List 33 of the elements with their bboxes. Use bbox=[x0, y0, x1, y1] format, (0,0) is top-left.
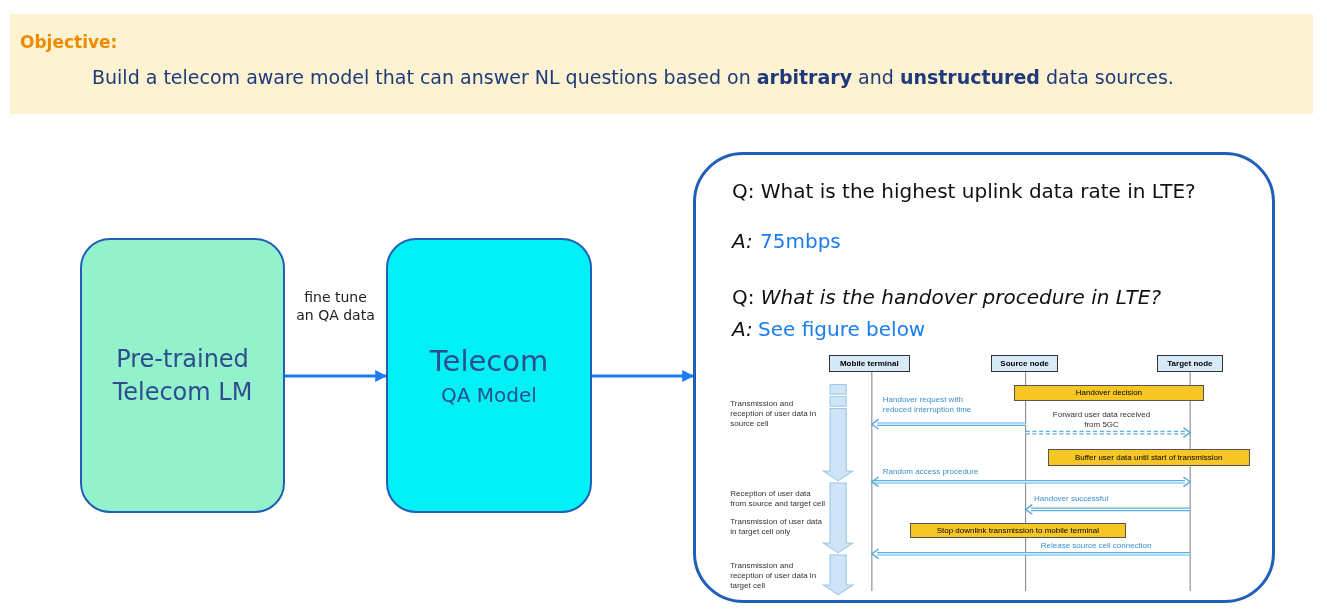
lifeline-header: Mobile terminal bbox=[828, 354, 910, 373]
model-box bbox=[386, 238, 592, 513]
model-box bbox=[80, 238, 285, 513]
sequence-note: Handover request with reduced interruption time bbox=[882, 395, 973, 416]
qa-text: Q: What is the handover procedure in LTE? bbox=[732, 285, 1162, 309]
sequence-note: Transmission and reception of user data in source cell bbox=[730, 399, 818, 429]
sequence-note: Handover successful bbox=[1034, 493, 1110, 504]
qa-text: A: bbox=[732, 229, 753, 253]
answer-text: See figure below bbox=[758, 317, 926, 341]
activity-bar: Buffer user data until start of transmission bbox=[1047, 449, 1250, 466]
sequence-note: Random access procedure bbox=[882, 467, 980, 478]
arrow bbox=[592, 370, 695, 382]
sequence-note: Reception of user data from source and target cell bbox=[730, 489, 826, 509]
lifeline-header: Target node bbox=[1156, 354, 1223, 373]
qa-text: Q: What is the highest uplink data rate in LTE? bbox=[732, 179, 1196, 203]
qa-panel bbox=[693, 152, 1275, 603]
sequence-note: Transmission of user data in target cell only bbox=[730, 516, 823, 537]
activity-bar: Stop downlink transmission to mobile terminal bbox=[909, 522, 1126, 538]
lifeline-header: Source node bbox=[990, 354, 1059, 373]
qa-text: A: bbox=[732, 317, 753, 341]
model-label: Telecom bbox=[429, 343, 549, 381]
objective-text: Build a telecom aware model that can answer NL questions based on arbitrary and unstructured data sources. bbox=[92, 66, 1175, 88]
objective-heading: Objective: bbox=[20, 32, 119, 52]
model-label: QA Model bbox=[441, 381, 537, 409]
sequence-note: Transmission and reception of user data in target cell bbox=[730, 561, 818, 591]
sequence-note: Release source cell connection bbox=[1040, 540, 1153, 551]
model-label: Pre-trained Telecom LM bbox=[111, 344, 254, 408]
answer-text: 75mbps bbox=[760, 229, 841, 253]
objective-banner bbox=[10, 14, 1313, 114]
sequence-note: Forward user data received from 5GC bbox=[1051, 409, 1152, 430]
activity-bar: Handover decision bbox=[1013, 384, 1205, 401]
arrow bbox=[285, 370, 388, 382]
edge-label: fine tune an QA data bbox=[295, 288, 376, 325]
